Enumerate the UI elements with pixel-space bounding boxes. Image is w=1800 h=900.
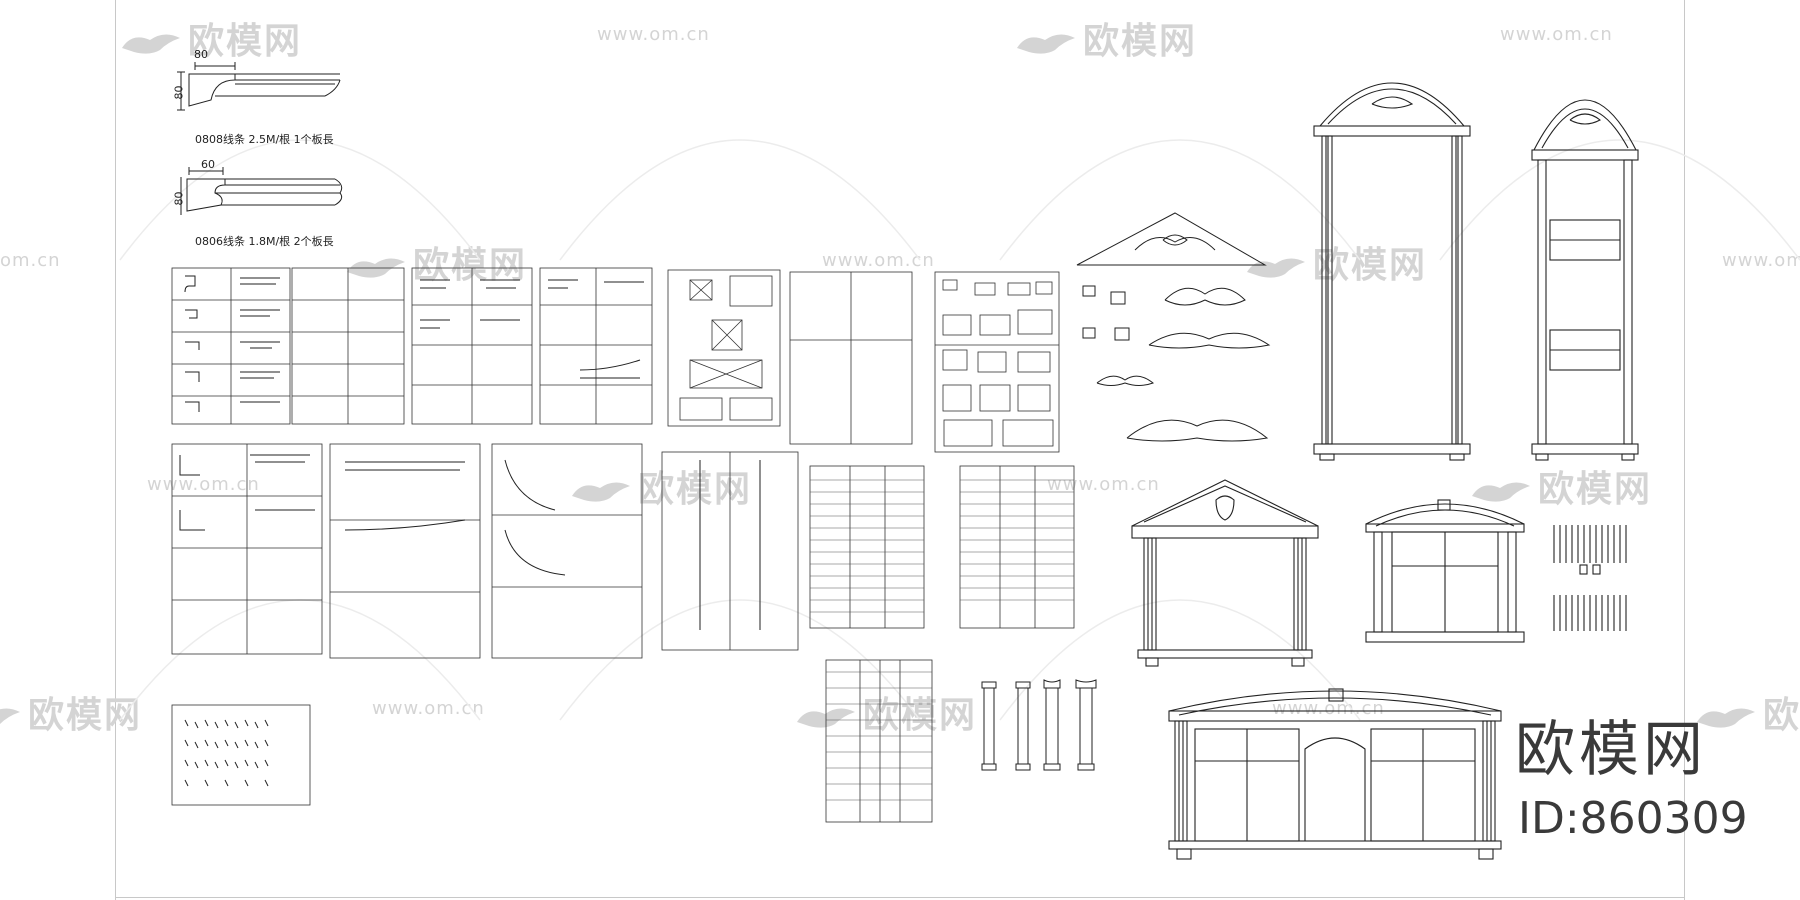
molding-profile-0808 xyxy=(177,62,341,111)
ornaments-set xyxy=(1076,212,1271,442)
arched-window-frame xyxy=(1365,499,1525,643)
molding-caption: 0806线条 1.8M/根 2个板長 xyxy=(195,235,334,248)
model-id: ID:860309 xyxy=(1518,793,1748,844)
molding-width-label: 60 xyxy=(201,158,215,171)
sheet-border-left xyxy=(115,0,116,900)
pediment-frame xyxy=(1131,479,1319,667)
sheet-border-right xyxy=(1684,0,1685,900)
column-set xyxy=(981,679,1097,771)
arched-column-frame xyxy=(1313,82,1471,461)
arched-facade-window xyxy=(1168,688,1502,860)
sheet-border-bottom xyxy=(115,897,1685,898)
molding-caption: 0808线条 2.5M/根 1个板長 xyxy=(195,133,334,146)
grille-panel xyxy=(1553,525,1627,631)
molding-profile-0806 xyxy=(180,167,343,215)
brand-name: 欧模网 xyxy=(1515,715,1707,785)
arched-column-frame-narrow xyxy=(1531,99,1639,461)
molding-width-label: 80 xyxy=(194,48,208,61)
